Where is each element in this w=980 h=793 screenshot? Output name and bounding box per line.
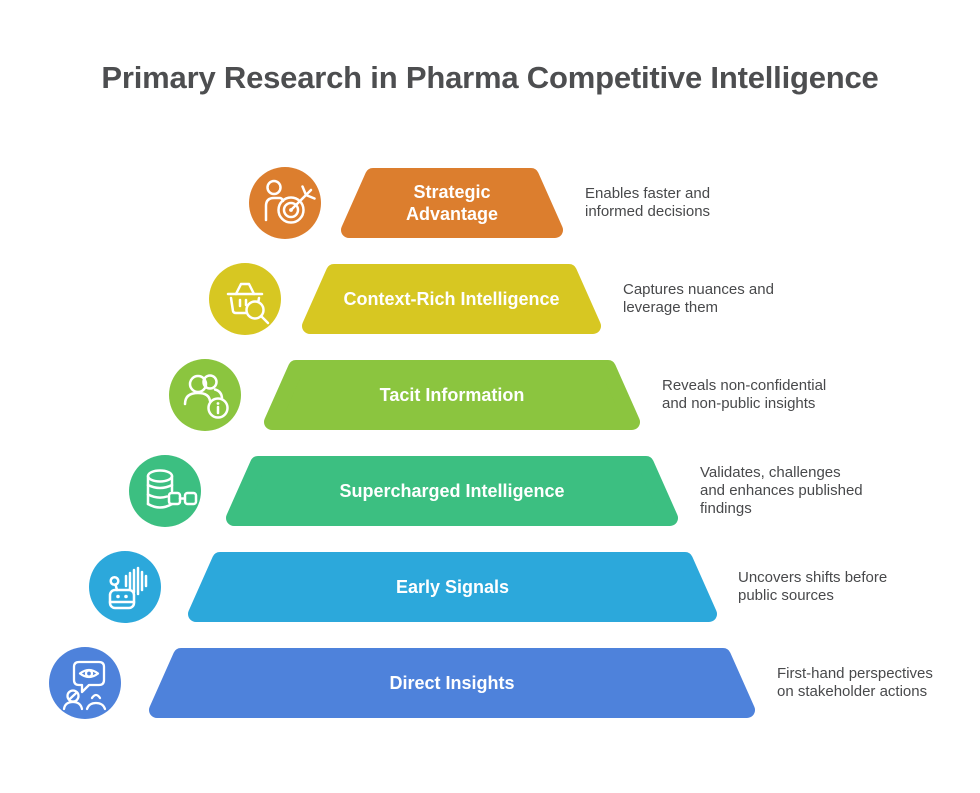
level-label: Context-Rich Intelligence — [343, 288, 560, 309]
level-label: Tacit Information — [379, 384, 525, 405]
level-description: Uncovers shifts before public sources — [738, 568, 888, 604]
pyramid-level-1: Strategic Advantage Enables faster and i… — [0, 167, 980, 239]
level-label: Early Signals — [395, 576, 510, 597]
pyramid-band: Early Signals — [186, 552, 719, 622]
people-info-icon — [169, 359, 241, 431]
pyramid-band: Supercharged Intelligence — [224, 456, 680, 526]
level-label: Direct Insights — [389, 672, 515, 693]
level-description: Validates, challenges and enhances publi… — [700, 463, 863, 518]
level-description: First-hand perspectives on stakeholder a… — [777, 664, 933, 700]
pyramid-level-3: Tacit Information Reveals non-confidenti… — [0, 359, 980, 431]
pyramid-level-4: Supercharged Intelligence Validates, cha… — [0, 455, 980, 527]
level-description: Reveals non-confidential and non-public … — [662, 376, 827, 412]
pyramid-level-5: Early Signals Uncovers shifts before pub… — [0, 551, 980, 623]
pyramid-band: Tacit Information — [262, 360, 642, 430]
level-description: Captures nuances and leverage them — [623, 280, 774, 316]
person-target-icon — [249, 167, 321, 239]
pyramid-level-6: Direct Insights First-hand perspectives … — [0, 647, 980, 719]
basket-search-icon — [209, 263, 281, 335]
level-label: Supercharged Intelligence — [339, 480, 565, 501]
level-label: Strategic Advantage — [405, 181, 499, 225]
pyramid-band: Direct Insights — [147, 648, 757, 718]
pyramid-level-2: Context-Rich Intelligence Captures nuanc… — [0, 263, 980, 335]
page-title: Primary Research in Pharma Competitive I… — [101, 60, 879, 95]
eye-speech-people-icon — [49, 647, 121, 719]
level-description: Enables faster and informed decisions — [585, 184, 711, 220]
robot-soundwave-icon — [89, 551, 161, 623]
database-link-icon — [129, 455, 201, 527]
pyramid-band: Context-Rich Intelligence — [300, 264, 603, 334]
pyramid-band: Strategic Advantage — [339, 168, 565, 238]
